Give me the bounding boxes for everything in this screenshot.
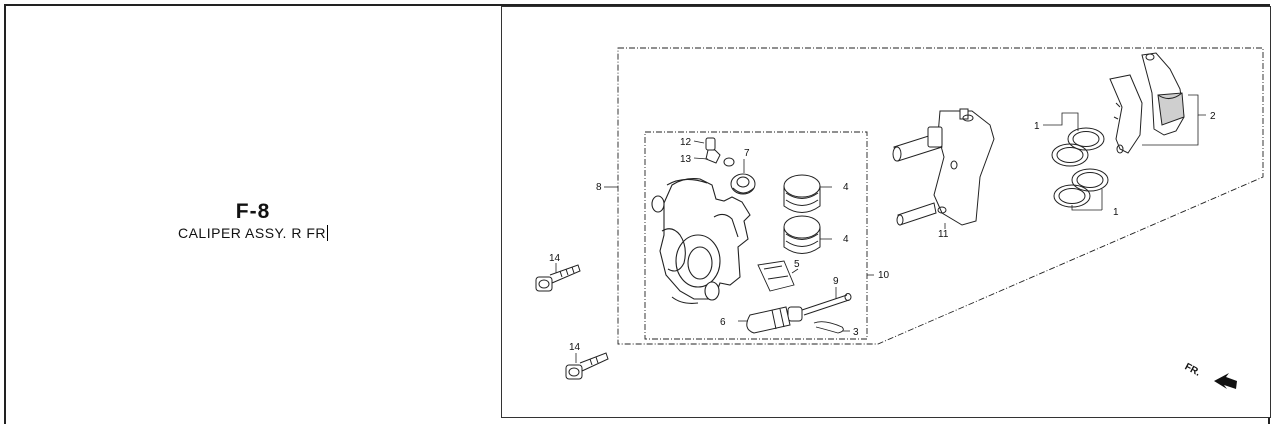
part-label-5: 5 xyxy=(794,259,800,270)
part-label-3: 3 xyxy=(853,327,859,338)
part-label-12: 12 xyxy=(680,137,692,148)
piston-seals-upper-drawing xyxy=(1051,127,1105,167)
part-label-9: 9 xyxy=(833,276,839,287)
part-label-14-upper: 14 xyxy=(549,253,561,264)
pad-spring-drawing xyxy=(757,260,795,292)
part-label-7: 7 xyxy=(744,148,750,159)
caliper-group-boundary xyxy=(644,131,868,340)
title-panel: F-8 CALIPER ASSY. R FR xyxy=(6,6,500,424)
parts-diagram-panel: 8 12 13 7 4 4 5 9 10 6 3 11 14 14 1 1 2 … xyxy=(501,6,1271,418)
part-label-14-lower: 14 xyxy=(569,342,581,353)
brake-pads-drawing xyxy=(1109,52,1185,154)
leader-lines xyxy=(555,94,1206,363)
part-label-1-upper: 1 xyxy=(1034,121,1040,132)
piston-lower-drawing xyxy=(783,215,821,254)
section-name-wrapper: CALIPER ASSY. R FR xyxy=(6,225,500,241)
text-cursor xyxy=(327,225,328,241)
mounting-bolt-upper-drawing xyxy=(535,264,581,292)
caliper-bracket-drawing xyxy=(892,108,995,226)
section-code: F-8 xyxy=(235,200,271,223)
part-label-8: 8 xyxy=(596,182,602,193)
pin-and-bolt-drawing xyxy=(746,293,852,334)
front-direction-arrow xyxy=(1214,373,1237,389)
piston-upper-drawing xyxy=(783,174,821,213)
part-label-2: 2 xyxy=(1210,111,1216,122)
part-label-10: 10 xyxy=(878,270,890,281)
retainer-clip-drawing xyxy=(813,321,844,334)
parts-diagram: 8 12 13 7 4 4 5 9 10 6 3 11 14 14 1 1 2 … xyxy=(535,47,1264,389)
part-label-11: 11 xyxy=(938,229,949,240)
bleeder-screw-drawing xyxy=(705,137,735,167)
part-label-13: 13 xyxy=(680,154,692,165)
assembly-boundary xyxy=(617,47,1264,345)
section-name: CALIPER ASSY. R FR xyxy=(177,225,326,241)
mounting-bolt-lower-drawing xyxy=(565,352,609,380)
part-label-6: 6 xyxy=(720,317,726,328)
dust-boot-drawing xyxy=(730,173,756,195)
front-direction-label: FR. xyxy=(1183,361,1203,378)
caliper-body-drawing xyxy=(651,178,751,304)
part-label-1-lower: 1 xyxy=(1113,207,1119,218)
part-label-4-lower: 4 xyxy=(843,234,849,245)
part-label-4-upper: 4 xyxy=(843,182,849,193)
piston-seals-lower-drawing xyxy=(1053,168,1109,208)
